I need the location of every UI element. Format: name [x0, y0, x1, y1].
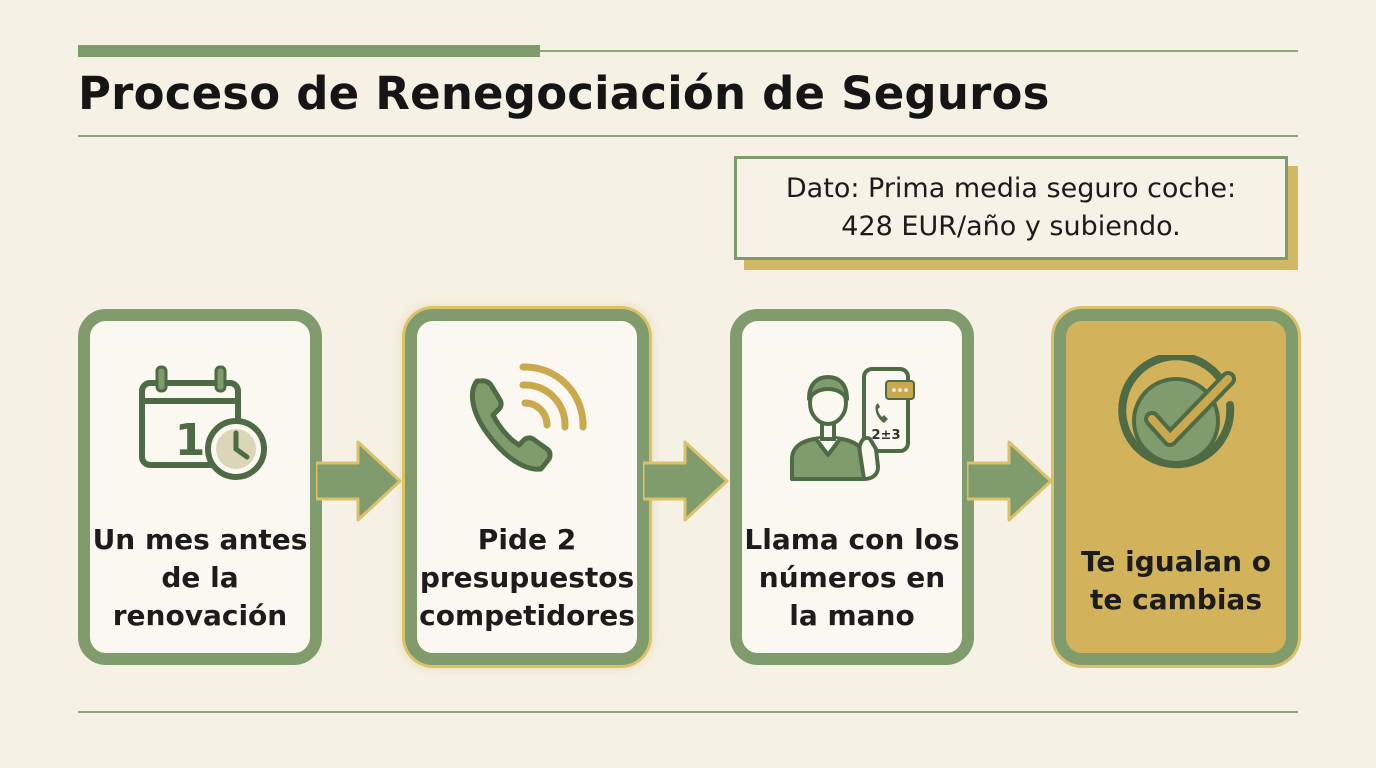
arrow-icon — [643, 440, 729, 522]
check-circle-icon — [1066, 355, 1286, 495]
header-accent-bar — [78, 45, 540, 57]
fact-line-2: 428 EUR/año y subiendo. — [841, 211, 1181, 242]
step-card-4: Te igualan o te cambias — [1054, 309, 1298, 665]
fact-line-1: Dato: Prima media seguro coche: — [785, 173, 1237, 204]
person-phone-icon: 2±3 — [742, 355, 962, 495]
step-3-label-line-3: la mano — [789, 599, 915, 632]
step-1-label: Un mes antes de la renovación — [90, 521, 310, 635]
footer-divider — [78, 711, 1298, 713]
page-title: Proceso de Renegociación de Seguros — [78, 67, 1050, 120]
step-3-label-line-2: números en — [758, 561, 946, 594]
phone-call-icon — [417, 355, 637, 495]
step-2-label-line-1: Pide 2 — [477, 523, 577, 556]
fact-box: Dato: Prima media seguro coche: 428 EUR/… — [734, 156, 1288, 260]
step-4-label: Te igualan o te cambias — [1066, 543, 1286, 619]
title-divider — [78, 135, 1298, 137]
calendar-day: 1 — [175, 415, 206, 466]
step-card-1: 1 Un mes antes de la renovación — [78, 309, 322, 665]
step-card-2: Pide 2 presupuestos competidores — [405, 309, 649, 665]
step-4-label-line-1: Te igualan o — [1081, 545, 1271, 578]
step-card-3: 2±3 Llama con los números en la mano — [730, 309, 974, 665]
step-3-label: Llama con los números en la mano — [742, 521, 962, 635]
step-4-label-line-2: te cambias — [1090, 583, 1262, 616]
calendar-clock-icon: 1 — [90, 355, 310, 495]
step-1-label-line-1: Un mes antes — [92, 523, 308, 556]
header-accent-line — [540, 50, 1298, 52]
step-2-label-line-3: competidores — [419, 599, 635, 632]
phone-screen-text: 2±3 — [872, 428, 901, 443]
step-1-label-line-2: de la — [161, 561, 239, 594]
step-1-label-line-3: renovación — [112, 599, 288, 632]
step-2-label: Pide 2 presupuestos competidores — [417, 521, 637, 635]
arrow-icon — [967, 440, 1053, 522]
arrow-icon — [316, 440, 402, 522]
step-2-label-line-2: presupuestos — [419, 561, 635, 594]
step-3-label-line-1: Llama con los — [744, 523, 960, 556]
